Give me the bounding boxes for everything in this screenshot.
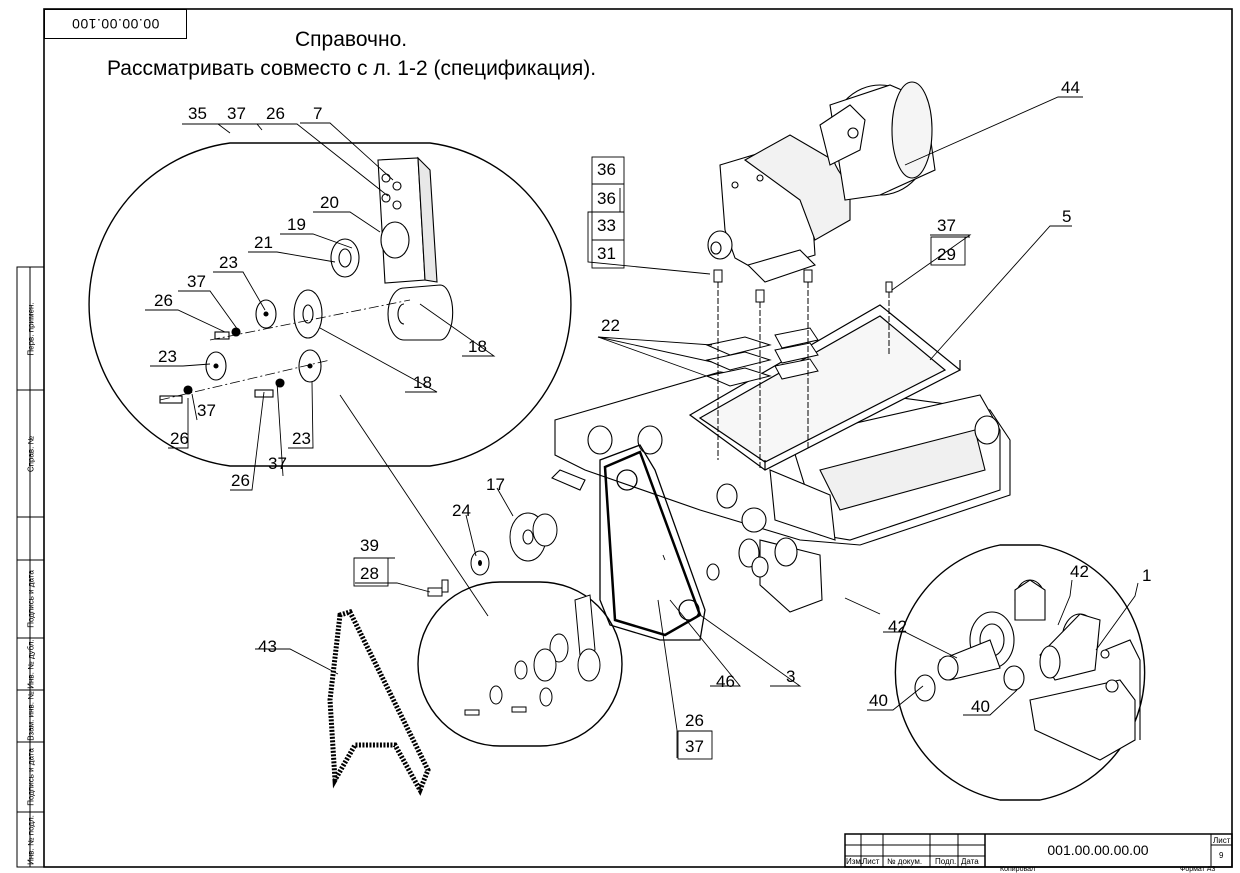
shim-plates-22 [705, 327, 819, 387]
callout-1: 1 [1142, 566, 1151, 585]
callout-29: 29 [937, 245, 956, 264]
leader-lines [145, 96, 1139, 758]
callout-43: 43 [258, 637, 277, 656]
callout-37: 37 [937, 216, 956, 235]
side-stamp-lines [17, 267, 44, 867]
callout-26: 26 [231, 471, 250, 490]
callout-26: 26 [685, 711, 704, 730]
tb-format: Формат А3 [1180, 866, 1216, 873]
stamp-signature-date-2: Подпись и дата [26, 748, 35, 806]
chain-guard-3 [599, 444, 706, 641]
gear-motor-44 [707, 81, 936, 283]
roller-chain-43 [327, 608, 431, 796]
callout-23: 23 [292, 429, 311, 448]
detail-view-sprocket-left [88, 142, 572, 467]
callout-labels: 35 37 26 7 20 19 21 23 37 26 23 37 26 18… [154, 78, 1151, 756]
tb-col-sheet: Лист [862, 857, 880, 866]
mounting-bolts [713, 269, 893, 470]
title-block-doc-code: 001.00.00.00.00 [1047, 842, 1149, 858]
sprocket-17 [509, 512, 558, 562]
reference-note-body: Рассматривать совместо с л. 1-2 (специфи… [107, 57, 597, 80]
bolt-28 [427, 579, 449, 597]
callout-5: 5 [1062, 207, 1071, 226]
tb-sheet-label: Лист [1213, 836, 1231, 845]
callout-19: 19 [287, 215, 306, 234]
stamp-duplicate-inv: Инв. № дубл. [26, 639, 35, 689]
stamp-signature-date: Подпись и дата [26, 570, 35, 628]
callout-boxes [353, 156, 970, 760]
title-block [844, 833, 1233, 868]
callout-24: 24 [452, 501, 471, 520]
callout-26: 26 [154, 291, 173, 310]
stamp-first-use: Перв. примен. [26, 301, 35, 356]
tb-col-date: Дата [961, 857, 979, 866]
callout-26: 26 [170, 429, 189, 448]
callout-42: 42 [1070, 562, 1089, 581]
callout-40: 40 [971, 697, 990, 716]
callout-21: 21 [254, 233, 273, 252]
tb-sheet-number: 9 [1219, 851, 1224, 860]
tb-col-sign: Подп. [935, 857, 957, 866]
tb-col-doc: № докум. [887, 857, 923, 866]
callout-37: 37 [227, 104, 246, 123]
callout-22: 22 [601, 316, 620, 335]
callout-18: 18 [413, 373, 432, 392]
callout-36: 36 [597, 160, 616, 179]
reference-note-title: Справочно. [295, 28, 408, 51]
detail-view-shaft-right [894, 544, 1146, 801]
callout-37: 37 [197, 401, 216, 420]
stamp-reference-no: Справ. № [26, 435, 35, 472]
callout-33: 33 [597, 216, 616, 235]
callout-40: 40 [869, 691, 888, 710]
tb-copied: Копировал [1000, 866, 1036, 873]
stamp-original-inv: Инв. № подл. [26, 814, 35, 865]
washer-24-hole [478, 560, 482, 566]
callout-42: 42 [888, 617, 907, 636]
callout-26: 26 [266, 104, 285, 123]
callout-28: 28 [360, 564, 379, 583]
rotated-document-code: 00.00.00.100 [44, 9, 187, 39]
right-detail-parts [914, 579, 1141, 761]
tray-part-5 [688, 304, 962, 471]
left-detail-parts [159, 156, 454, 404]
callout-3: 3 [786, 667, 795, 686]
stamp-replace-inv: Взам. инв. № [26, 691, 35, 741]
callout-17: 17 [486, 475, 505, 494]
tb-col-change: Изм. [846, 857, 864, 866]
callout-18: 18 [468, 337, 487, 356]
callout-37: 37 [187, 272, 206, 291]
bottom-detail-parts [464, 594, 601, 716]
callout-46: 46 [716, 672, 735, 691]
callout-36: 36 [597, 189, 616, 208]
callout-44: 44 [1061, 78, 1080, 97]
callout-39: 39 [360, 536, 379, 555]
callout-20: 20 [320, 193, 339, 212]
callout-23: 23 [219, 253, 238, 272]
callout-35: 35 [188, 104, 207, 123]
callout-37: 37 [268, 454, 287, 473]
callout-7: 7 [313, 104, 322, 123]
left-detail-dashed-axes [159, 299, 411, 401]
callout-31: 31 [597, 244, 616, 263]
callout-23: 23 [158, 347, 177, 366]
callout-37: 37 [685, 737, 704, 756]
